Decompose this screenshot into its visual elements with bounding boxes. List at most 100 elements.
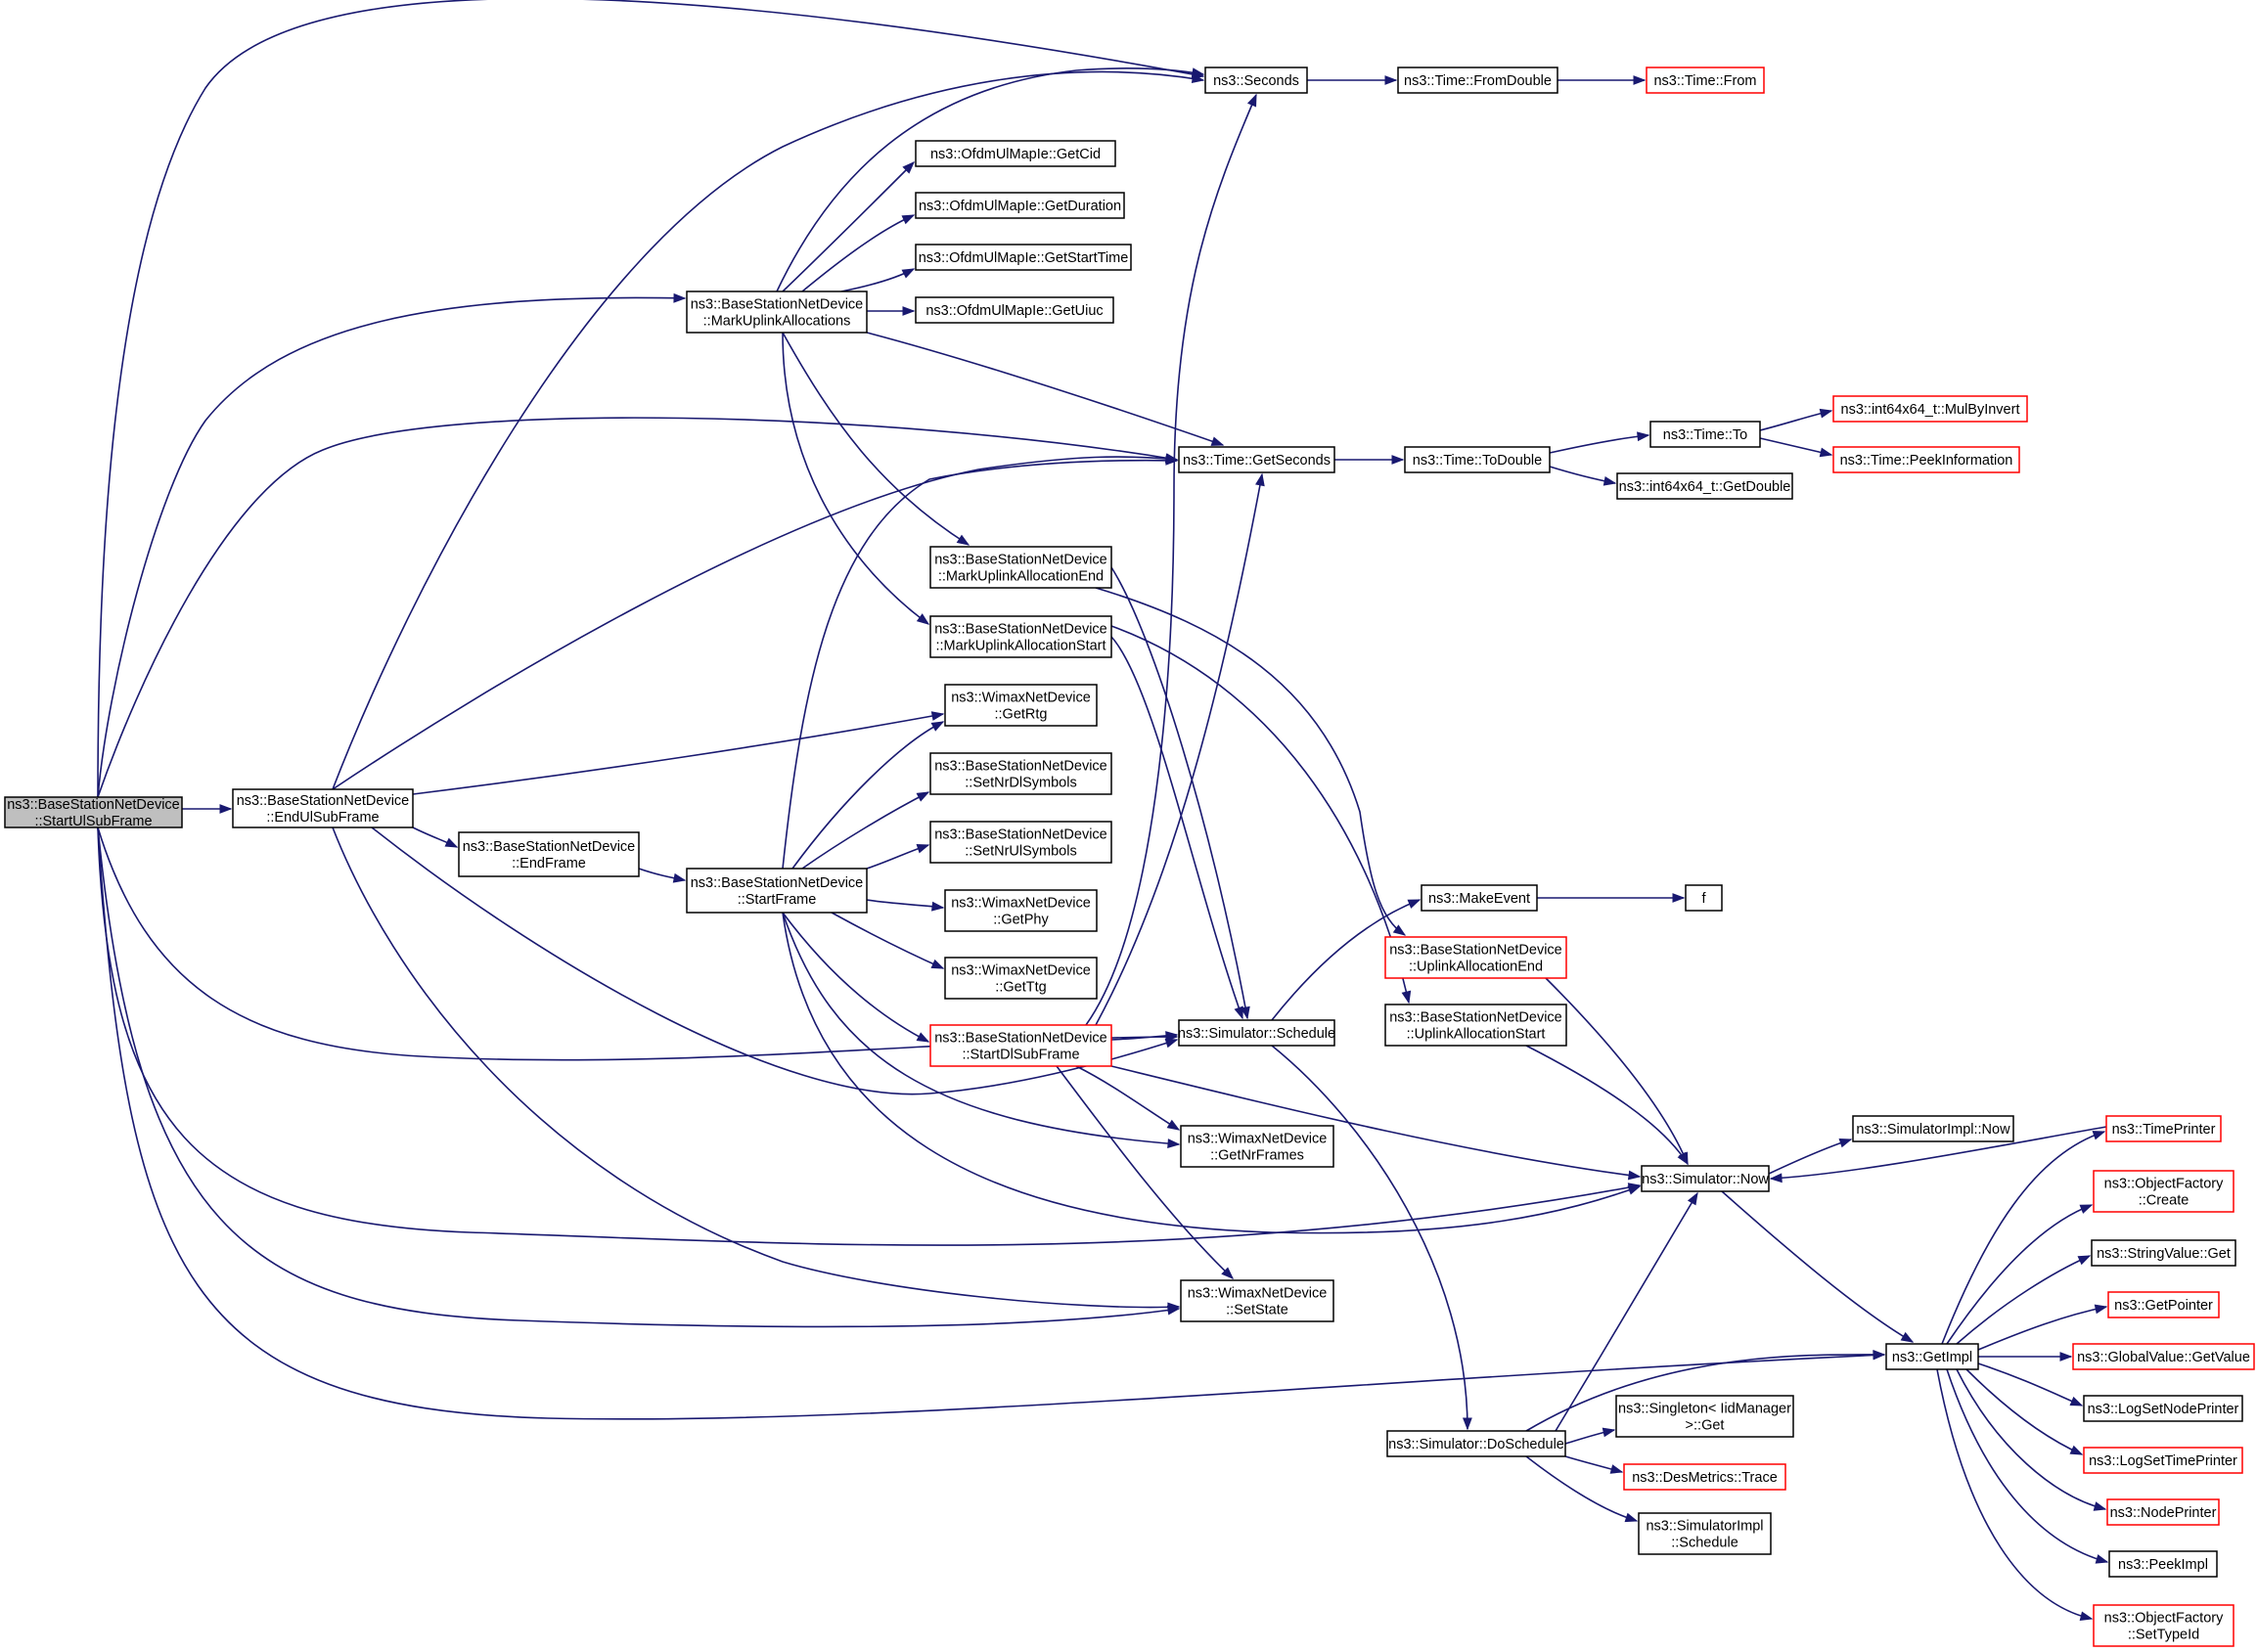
node-uplink-end[interactable]: ns3::BaseStationNetDevice::UplinkAllocat… [1384, 936, 1567, 979]
node-box[interactable] [2083, 1447, 2243, 1474]
node-singleton-get[interactable]: ns3::Singleton< IidManager>::Get [1615, 1395, 1794, 1438]
node-simimpl-now[interactable]: ns3::SimulatorImpl::Now [1852, 1115, 2014, 1142]
node-box[interactable] [1384, 1004, 1567, 1047]
node-box[interactable] [1178, 446, 1335, 473]
node-box[interactable] [1397, 67, 1558, 94]
node-end-ul[interactable]: ns3::BaseStationNetDevice::EndUlSubFrame [232, 788, 414, 828]
node-box[interactable] [915, 140, 1116, 167]
node-box[interactable] [1832, 446, 2020, 473]
node-get-uiuc[interactable]: ns3::OfdmUlMapIe::GetUiuc [915, 296, 1114, 324]
node-box[interactable] [232, 788, 414, 828]
node-simimpl-schedule[interactable]: ns3::SimulatorImpl::Schedule [1638, 1512, 1772, 1555]
node-set-state[interactable]: ns3::WimaxNetDevice::SetState [1180, 1279, 1334, 1322]
node-box[interactable] [2107, 1291, 2220, 1318]
node-box[interactable] [915, 244, 1132, 271]
node-box[interactable] [1885, 1343, 1979, 1370]
node-get-nr-frames[interactable]: ns3::WimaxNetDevice::GetNrFrames [1180, 1125, 1334, 1168]
node-get-pointer[interactable]: ns3::GetPointer [2107, 1291, 2220, 1318]
node-box[interactable] [2093, 1604, 2234, 1647]
node-box[interactable] [2093, 1170, 2234, 1213]
node-time-from[interactable]: ns3::Time::From [1646, 67, 1765, 94]
node-box[interactable] [1638, 1512, 1772, 1555]
node-box[interactable] [1615, 1395, 1794, 1438]
node-time-printer[interactable]: ns3::TimePrinter [2105, 1115, 2222, 1142]
node-mark-alloc-start[interactable]: ns3::BaseStationNetDevice::MarkUplinkAll… [929, 615, 1112, 658]
node-box[interactable] [458, 831, 640, 877]
node-node-printer[interactable]: ns3::NodePrinter [2106, 1498, 2220, 1526]
node-box[interactable] [1641, 1165, 1770, 1192]
node-box[interactable] [2105, 1115, 2222, 1142]
node-box[interactable] [915, 296, 1114, 324]
node-box[interactable] [915, 192, 1125, 219]
node-to-double[interactable]: ns3::Time::ToDouble [1404, 446, 1551, 473]
node-sim-schedule[interactable]: ns3::Simulator::Schedule [1178, 1019, 1335, 1047]
node-of-create[interactable]: ns3::ObjectFactory::Create [2093, 1170, 2234, 1213]
node-des-trace[interactable]: ns3::DesMetrics::Trace [1623, 1463, 1786, 1491]
node-box[interactable] [1616, 472, 1793, 500]
node-mark-alloc-end[interactable]: ns3::BaseStationNetDevice::MarkUplinkAll… [929, 546, 1112, 589]
node-box[interactable] [929, 615, 1112, 658]
node-box[interactable] [2091, 1239, 2236, 1267]
node-box[interactable] [929, 752, 1112, 795]
node-set-nr-ul[interactable]: ns3::BaseStationNetDevice::SetNrUlSymbol… [929, 821, 1112, 864]
node-make-event[interactable]: ns3::MakeEvent [1421, 884, 1538, 912]
node-box[interactable] [1180, 1125, 1334, 1168]
node-from-double[interactable]: ns3::Time::FromDouble [1397, 67, 1558, 94]
node-box[interactable] [929, 1024, 1112, 1067]
node-string-value-get[interactable]: ns3::StringValue::Get [2091, 1239, 2236, 1267]
node-get-impl[interactable]: ns3::GetImpl [1885, 1343, 1979, 1370]
node-get-seconds[interactable]: ns3::Time::GetSeconds [1178, 446, 1335, 473]
node-seconds[interactable]: ns3::Seconds [1204, 67, 1308, 94]
node-box[interactable] [1421, 884, 1538, 912]
node-mark-alloc[interactable]: ns3::BaseStationNetDevice::MarkUplinkAll… [686, 290, 868, 334]
node-box[interactable] [1404, 446, 1551, 473]
node-box[interactable] [944, 889, 1098, 932]
node-peek-information[interactable]: ns3::Time::PeekInformation [1832, 446, 2020, 473]
node-time-to[interactable]: ns3::Time::To [1649, 421, 1761, 448]
node-get-start-time[interactable]: ns3::OfdmUlMapIe::GetStartTime [915, 244, 1132, 271]
node-of-set-type[interactable]: ns3::ObjectFactory::SetTypeId [2093, 1604, 2234, 1647]
node-get-rtg[interactable]: ns3::WimaxNetDevice::GetRtg [944, 684, 1098, 727]
node-log-node-printer[interactable]: ns3::LogSetNodePrinter [2083, 1395, 2243, 1422]
node-box[interactable] [1832, 395, 2028, 423]
node-mul-by-invert[interactable]: ns3::int64x64_t::MulByInvert [1832, 395, 2028, 423]
node-box[interactable] [1649, 421, 1761, 448]
node-box[interactable] [2108, 1550, 2218, 1578]
node-box[interactable] [686, 290, 868, 334]
node-sim-now[interactable]: ns3::Simulator::Now [1641, 1165, 1770, 1192]
node-box[interactable] [944, 684, 1098, 727]
node-get-cid[interactable]: ns3::OfdmUlMapIe::GetCid [915, 140, 1116, 167]
node-get-duration[interactable]: ns3::OfdmUlMapIe::GetDuration [915, 192, 1125, 219]
node-box[interactable] [929, 821, 1112, 864]
node-f[interactable]: f [1685, 884, 1723, 912]
node-box[interactable] [944, 957, 1098, 1000]
node-box[interactable] [1204, 67, 1308, 94]
node-set-nr-dl[interactable]: ns3::BaseStationNetDevice::SetNrDlSymbol… [929, 752, 1112, 795]
node-box[interactable] [1646, 67, 1765, 94]
node-box[interactable] [1180, 1279, 1334, 1322]
node-uplink-start[interactable]: ns3::BaseStationNetDevice::UplinkAllocat… [1384, 1004, 1567, 1047]
node-log-time-printer[interactable]: ns3::LogSetTimePrinter [2083, 1447, 2243, 1474]
node-start-frame[interactable]: ns3::BaseStationNetDevice::StartFrame [686, 868, 868, 914]
node-global-value[interactable]: ns3::GlobalValue::GetValue [2072, 1343, 2255, 1370]
node-box[interactable] [1178, 1019, 1335, 1047]
node-get-ttg[interactable]: ns3::WimaxNetDevice::GetTtg [944, 957, 1098, 1000]
node-box[interactable] [1384, 936, 1567, 979]
node-box[interactable] [4, 796, 183, 828]
node-start-dl[interactable]: ns3::BaseStationNetDevice::StartDlSubFra… [929, 1024, 1112, 1067]
node-box[interactable] [1852, 1115, 2014, 1142]
node-box[interactable] [2083, 1395, 2243, 1422]
node-get-phy[interactable]: ns3::WimaxNetDevice::GetPhy [944, 889, 1098, 932]
node-start-ul[interactable]: ns3::BaseStationNetDevice::StartUlSubFra… [4, 796, 183, 829]
node-do-schedule[interactable]: ns3::Simulator::DoSchedule [1386, 1430, 1566, 1457]
node-box[interactable] [929, 546, 1112, 589]
node-box[interactable] [2106, 1498, 2220, 1526]
node-box[interactable] [686, 868, 868, 914]
node-box[interactable] [1685, 884, 1723, 912]
node-box[interactable] [2072, 1343, 2255, 1370]
node-get-double[interactable]: ns3::int64x64_t::GetDouble [1616, 472, 1793, 500]
node-box[interactable] [1386, 1430, 1566, 1457]
node-end-frame[interactable]: ns3::BaseStationNetDevice::EndFrame [458, 831, 640, 877]
node-box[interactable] [1623, 1463, 1786, 1491]
node-peek-impl[interactable]: ns3::PeekImpl [2108, 1550, 2218, 1578]
